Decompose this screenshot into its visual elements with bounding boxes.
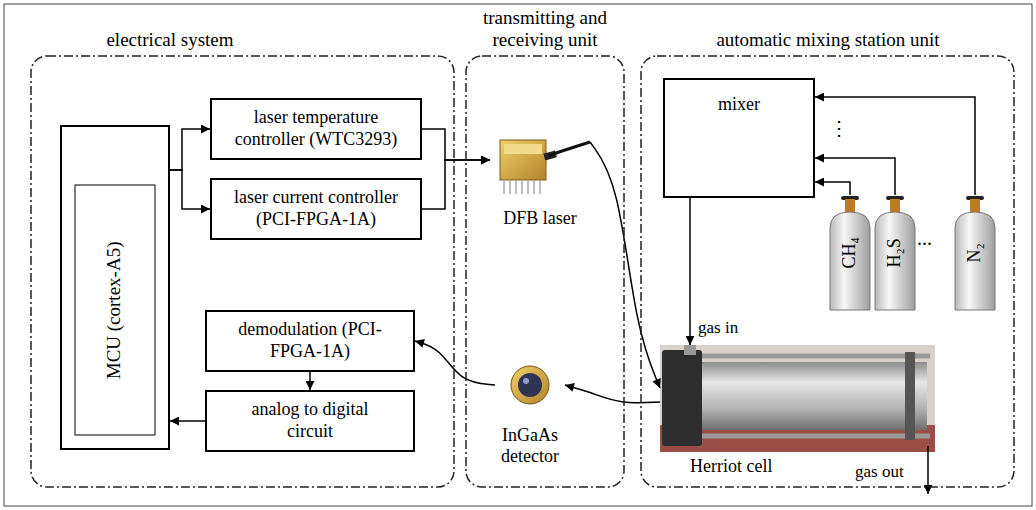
annotation-label: gas out bbox=[855, 462, 904, 482]
annotation-label: gas in bbox=[698, 318, 738, 338]
connector bbox=[815, 158, 895, 195]
module-box: laser temperature controller (WTC3293) bbox=[210, 98, 422, 160]
dfb-laser: DFB laser bbox=[490, 130, 590, 232]
panel-heading: electrical system bbox=[106, 29, 233, 51]
connector bbox=[590, 142, 660, 388]
panel-outline-rect bbox=[31, 56, 454, 487]
connector bbox=[565, 385, 660, 403]
box-label: demodulation (PCI-FPGA-1A) bbox=[235, 319, 385, 362]
mixer-label: mixer bbox=[718, 94, 760, 116]
panel-outline-rect bbox=[466, 56, 624, 487]
herriot-cell-photo bbox=[660, 345, 935, 452]
gas-cylinder: H₂S bbox=[875, 195, 915, 310]
det-label: InGaAs detector bbox=[495, 425, 565, 468]
dfb-label: DFB laser bbox=[503, 208, 577, 230]
box-label: analog to digital circuit bbox=[240, 399, 380, 442]
figure-border bbox=[4, 4, 1032, 506]
panel-outline-rect bbox=[641, 56, 1014, 487]
system-panel: transmitting and receiving unitDFB laser… bbox=[465, 55, 625, 488]
connector bbox=[309, 372, 311, 390]
annotation-label: ⋮ bbox=[829, 116, 849, 140]
connector bbox=[422, 129, 490, 160]
cyl-label: CH₄ bbox=[839, 237, 861, 268]
gas-cylinder-picture bbox=[830, 196, 995, 310]
cyl-label: H₂S bbox=[884, 238, 906, 267]
panel-heading: transmitting and receiving unit bbox=[470, 7, 620, 51]
connector bbox=[815, 97, 975, 195]
panel-heading: automatic mixing station unit bbox=[716, 29, 939, 51]
mcu-label: MCU (cortex-A5) bbox=[104, 241, 127, 379]
connector bbox=[422, 160, 490, 209]
connector bbox=[170, 420, 205, 422]
ingaas-detector: InGaAs detector bbox=[495, 362, 565, 470]
connector bbox=[170, 170, 210, 209]
system-panel: electrical systemMCU (cortex-A5)laser te… bbox=[30, 55, 455, 488]
box-label: laser current controller (PCI-FPGA-1A) bbox=[221, 187, 411, 230]
cyl-label: N₂ bbox=[964, 243, 986, 262]
gas-out-arrow bbox=[927, 446, 929, 494]
module-box: analog to digital circuit bbox=[205, 390, 415, 452]
connector bbox=[689, 198, 691, 345]
mcu-box: MCU (cortex-A5) bbox=[60, 125, 170, 450]
detector-picture bbox=[511, 366, 549, 404]
gas-cylinder: N₂ bbox=[955, 195, 995, 310]
mcu-inner-frame bbox=[75, 185, 155, 435]
connector bbox=[415, 341, 495, 385]
panel-outline bbox=[465, 55, 625, 488]
cell-label: Herriot cell bbox=[690, 456, 772, 478]
mixer-box: mixer bbox=[663, 78, 815, 198]
system-panel: automatic mixing station unitmixerCH₄H₂S… bbox=[640, 55, 1015, 488]
connector bbox=[815, 182, 850, 195]
gas-cylinder: CH₄ bbox=[830, 195, 870, 310]
box-label: laser temperature controller (WTC3293) bbox=[221, 107, 411, 150]
module-box: demodulation (PCI-FPGA-1A) bbox=[205, 310, 415, 372]
annotation-label: ... bbox=[917, 226, 932, 250]
module-box: laser current controller (PCI-FPGA-1A) bbox=[210, 178, 422, 240]
connector bbox=[170, 129, 210, 170]
herriot-cell: Herriot cell bbox=[660, 345, 935, 480]
laser-picture bbox=[500, 140, 590, 194]
